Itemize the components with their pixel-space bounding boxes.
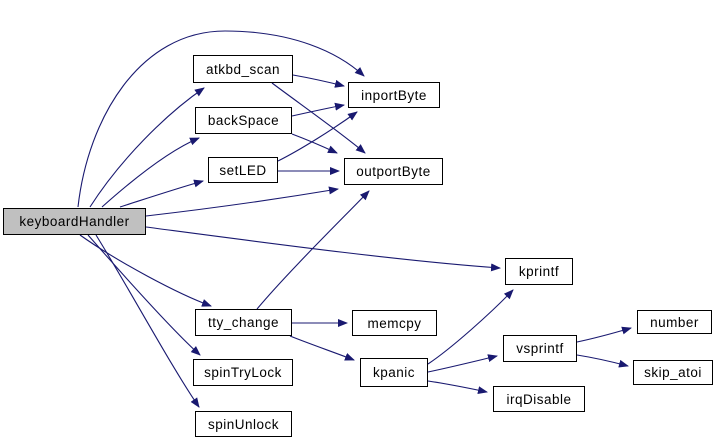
node-kprintf[interactable]: kprintf	[505, 258, 573, 285]
edge-tty_change-outportByte	[256, 190, 370, 310]
edge-kpanic-irqDisable	[427, 380, 488, 395]
node-kpanic[interactable]: kpanic	[360, 358, 428, 387]
edge-keyboardHandler-setLED	[119, 179, 204, 208]
edge-keyboardHandler-backSpace	[101, 137, 200, 208]
edge-kpanic-vsprintf	[427, 354, 498, 373]
node-outport-byte[interactable]: outportByte	[344, 158, 443, 185]
edge-keyboardHandler-spinTryLock	[87, 234, 201, 356]
edge-keyboardHandler-spinUnlock	[95, 234, 200, 408]
node-spin-unlock[interactable]: spinUnlock	[195, 411, 292, 437]
edge-kpanic-kprintf	[427, 289, 514, 365]
edge-tty_change-kpanic	[289, 335, 355, 361]
edge-keyboardHandler-inportByte	[77, 30, 365, 208]
node-tty-change[interactable]: tty_change	[195, 309, 292, 336]
node-number[interactable]: number	[637, 310, 712, 334]
node-spin-try-lock[interactable]: spinTryLock	[193, 359, 293, 386]
edge-vsprintf-number	[576, 326, 632, 343]
edge-keyboardHandler-kprintf	[145, 226, 501, 272]
node-inport-byte[interactable]: inportByte	[348, 82, 440, 108]
node-irq-disable[interactable]: irqDisable	[493, 386, 585, 412]
edge-atkbd_scan-inportByte	[292, 74, 345, 88]
edge-vsprintf-skip_atoi	[576, 354, 629, 368]
edge-keyboardHandler-tty_change	[79, 234, 212, 307]
edge-backSpace-outportByte	[291, 133, 338, 154]
node-vsprintf[interactable]: vsprintf	[503, 335, 577, 362]
node-atkbd-scan[interactable]: atkbd_scan	[193, 55, 293, 83]
node-back-space[interactable]: backSpace	[195, 107, 292, 134]
node-set-led[interactable]: setLED	[208, 157, 278, 183]
node-memcpy[interactable]: memcpy	[352, 310, 437, 336]
edge-backSpace-inportByte	[291, 102, 345, 117]
node-skip-atoi[interactable]: skip_atoi	[633, 360, 713, 385]
edge-keyboardHandler-outportByte	[145, 186, 339, 217]
node-keyboard-handler: keyboardHandler	[3, 208, 146, 235]
edge-keyboardHandler-atkbd_scan	[89, 87, 205, 208]
edge-setLED-inportByte	[277, 111, 358, 162]
edge-atkbd_scan-outportByte	[271, 82, 366, 154]
